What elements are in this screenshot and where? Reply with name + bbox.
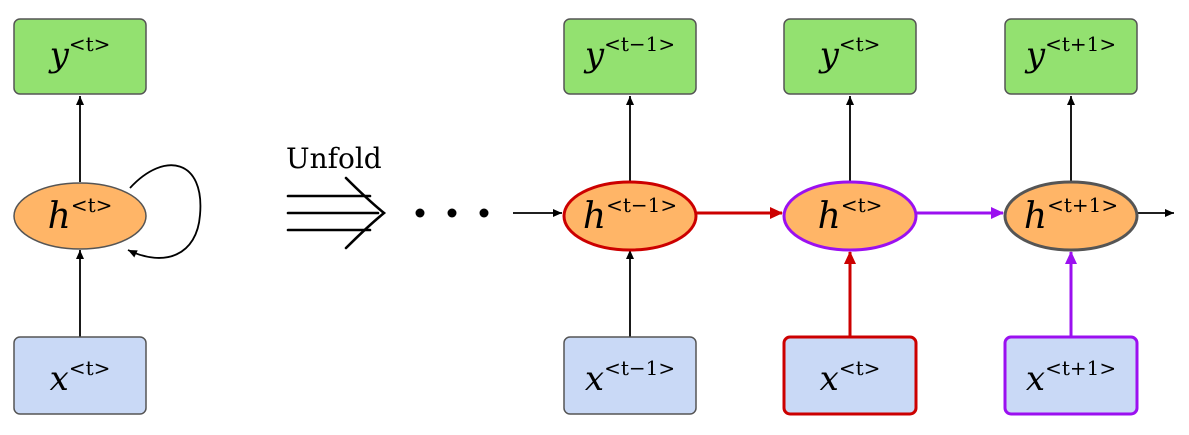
step-2-hidden-base: h xyxy=(818,196,841,237)
step-3-input-base: x xyxy=(1026,359,1045,399)
step-2-input-sup: <t> xyxy=(839,356,881,380)
folded-rnn: y<t> h<t> x<t> xyxy=(13,18,202,415)
step-3-hidden-base: h xyxy=(1024,196,1047,237)
step-2-output-label: y<t> xyxy=(818,32,881,75)
self-loop-arrow xyxy=(127,164,202,259)
folded-input-label: x<t> xyxy=(50,356,111,399)
step-1-output-base: y xyxy=(583,35,605,75)
step-3-input-box xyxy=(1003,335,1139,416)
step-2-hidden-label: h<t> xyxy=(818,193,883,237)
step-3-output-base: y xyxy=(1024,35,1046,75)
step-1: y<t−1> h<t−1> x<t−1> xyxy=(562,18,698,415)
folded-input-base: x xyxy=(50,359,69,399)
step-3-hidden-label: h<t+1> xyxy=(1024,193,1118,237)
step-3-hidden-node xyxy=(1003,180,1139,252)
folded-hidden-base: h xyxy=(48,196,71,237)
step-2-hidden-node xyxy=(782,180,918,252)
step-2-output-box xyxy=(783,18,917,95)
folded-input-sup: <t> xyxy=(69,356,111,380)
step-2-output-sup: <t> xyxy=(839,32,881,56)
step-3-hidden-sup: <t+1> xyxy=(1047,193,1118,217)
step-2-input-label: x<t> xyxy=(820,356,881,399)
step-3-input-sup: <t+1> xyxy=(1045,356,1116,380)
step-1-hidden-node xyxy=(562,180,698,252)
step-2-hidden-sup: <t> xyxy=(841,193,883,217)
step-1-output-box xyxy=(563,18,697,95)
step-1-hidden-sup: <t−1> xyxy=(606,193,677,217)
step-3-output-label: y<t+1> xyxy=(1024,32,1116,75)
step-3-output-sup: <t+1> xyxy=(1045,32,1116,56)
folded-hidden-sup: <t> xyxy=(71,193,113,217)
step-2-input-box xyxy=(782,335,918,416)
folded-hidden-node xyxy=(13,182,147,250)
step-3-output-box xyxy=(1004,18,1138,95)
step-2: y<t> h<t> x<t> xyxy=(782,18,918,416)
step-1-output-sup: <t−1> xyxy=(604,32,675,56)
step-3-input-label: x<t+1> xyxy=(1026,356,1116,399)
step-2-input-base: x xyxy=(820,359,839,399)
folded-output-sup: <t> xyxy=(69,32,111,56)
triple-arrow-icon xyxy=(286,176,387,250)
unfolded-rnn: y<t−1> h<t−1> x<t−1> y<t> h<t> x<t> xyxy=(513,18,1174,416)
unfold-label: Unfold xyxy=(286,142,382,175)
step-1-input-box xyxy=(563,336,697,415)
folded-input-box xyxy=(13,336,147,415)
step-3: y<t+1> h<t+1> x<t+1> xyxy=(1003,18,1139,416)
folded-output-label: y<t> xyxy=(48,32,111,75)
step-1-input-base: x xyxy=(585,359,604,399)
step-1-hidden-base: h xyxy=(583,196,606,237)
step-1-output-label: y<t−1> xyxy=(583,32,675,75)
step-2-output-base: y xyxy=(818,35,840,75)
step-1-input-label: x<t−1> xyxy=(585,356,675,399)
folded-hidden-label: h<t> xyxy=(48,193,113,237)
step-1-hidden-label: h<t−1> xyxy=(583,193,677,237)
folded-output-base: y xyxy=(48,35,70,75)
ellipsis-icon xyxy=(415,208,489,218)
folded-output-box xyxy=(13,18,147,95)
step-1-input-sup: <t−1> xyxy=(604,356,675,380)
unfold-section: Unfold xyxy=(286,142,489,250)
